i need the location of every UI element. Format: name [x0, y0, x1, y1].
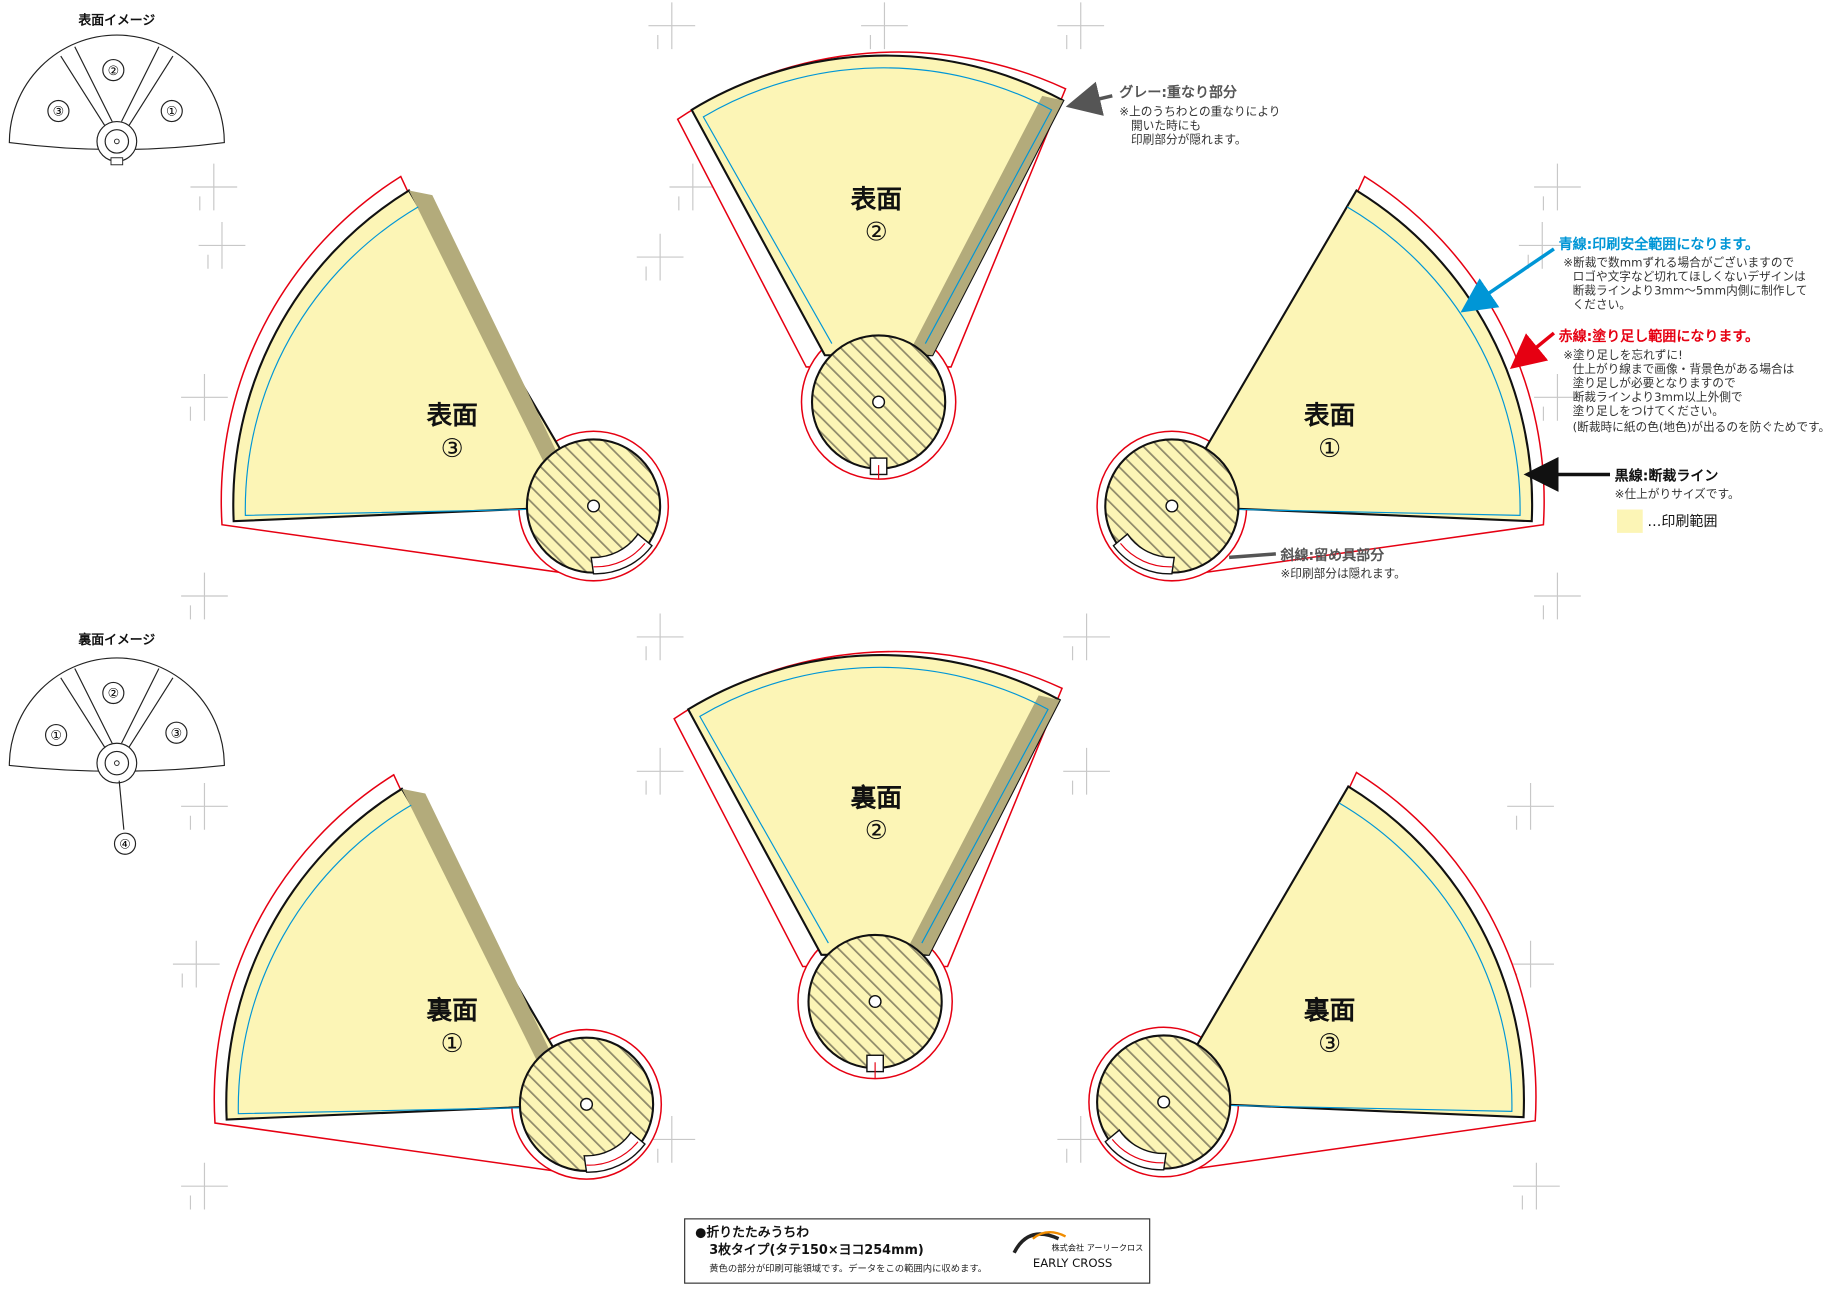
- legend-red-bleed: 赤線:塗り足し範囲になります。 ※塗り足しを忘れずに! 仕上がり線まで画像・背景…: [1509, 328, 1831, 434]
- front-thumb-label: ①: [166, 105, 178, 120]
- panel-face-label: 裏面: [1304, 995, 1355, 1026]
- fan-panel-back-1: [213, 773, 663, 1180]
- panel-face-label: 表面: [426, 401, 477, 431]
- front-image-title: 表面イメージ: [78, 13, 155, 29]
- legend-hatch-title: 斜線:留め具部分: [1280, 547, 1385, 564]
- legend-hatch-note: ※印刷部分は隠れます。: [1281, 566, 1406, 580]
- legend-red-line: 塗り足しが必要となりますので: [1573, 376, 1736, 390]
- panel-number-label: ①: [441, 1029, 464, 1059]
- panel-number-label: ②: [865, 218, 888, 248]
- legend-red-title: 赤線:塗り足し範囲になります。: [1559, 328, 1759, 345]
- back-thumb-label: ①: [50, 729, 62, 744]
- legend-red-line: 塗り足しをつけてください。: [1573, 404, 1724, 418]
- crop-marks: [172, 2, 1581, 1210]
- legend-blue-line: ください。: [1573, 298, 1631, 312]
- back-thumb-label: ②: [108, 687, 120, 702]
- front-thumb-label: ③: [53, 105, 65, 120]
- legend-gray-overlap: グレー:重なり部分 ※上のうちわとの重なりにより 開いた時にも 印刷部分が隠れま…: [1065, 81, 1280, 147]
- legend-black-cut-line: 黒線:断裁ライン ※仕上がりサイズです。 …印刷範囲: [1523, 456, 1740, 533]
- company-small: 株式会社 アーリークロス: [1052, 1242, 1144, 1252]
- panel-face-label: 表面: [851, 185, 902, 215]
- back-image-thumbnail: 裏面イメージ ① ② ③ ④: [8, 632, 225, 855]
- footer-line2: 3枚タイプ(タテ150×ヨコ254mm): [709, 1242, 924, 1258]
- fan-panel-front-1: [1096, 175, 1545, 582]
- legend-hatch-clasp: 斜線:留め具部分 ※印刷部分は隠れます。: [1228, 547, 1406, 580]
- legend-blue-line: ※断裁で数mmずれる場合がございますので: [1563, 255, 1794, 269]
- footer-line1: ●折りたたみうちわ: [695, 1224, 809, 1240]
- panel-number-label: ②: [865, 816, 888, 846]
- company-name: EARLY CROSS: [1033, 1256, 1113, 1270]
- legend-red-line: ※塗り足しを忘れずに!: [1563, 348, 1683, 362]
- legend-blue-safe-area: 青線:印刷安全範囲になります。 ※断裁で数mmずれる場合がございますので ロゴや…: [1460, 236, 1808, 313]
- back-thumb-label: ③: [171, 726, 183, 741]
- panel-face-label: 裏面: [851, 782, 902, 813]
- legend-print-area: …印刷範囲: [1647, 513, 1717, 530]
- footer-info-box: ●折りたたみうちわ 3枚タイプ(タテ150×ヨコ254mm) 黄色の部分が印刷可…: [684, 1218, 1151, 1284]
- back-thumb-callout: ④: [119, 837, 131, 852]
- front-image-thumbnail: 表面イメージ ③ ② ①: [8, 13, 225, 166]
- legend-blue-line: 断裁ラインより3mm～5mm内側に制作して: [1573, 283, 1808, 297]
- panel-face-label: 裏面: [426, 995, 477, 1026]
- panel-number-label: ①: [1318, 434, 1341, 464]
- back-image-title: 裏面イメージ: [77, 632, 155, 648]
- legend-red-line: 断裁ラインより3mm以上外側で: [1573, 390, 1743, 404]
- footer-line3: 黄色の部分が印刷可能領域です。データをこの範囲内に収めます。: [709, 1262, 987, 1274]
- legend-blue-title: 青線:印刷安全範囲になります。: [1559, 236, 1759, 253]
- legend-red-line: (断裁時に紙の色(地色)が出るのを防ぐためです。: [1573, 420, 1831, 434]
- panel-number-label: ③: [1318, 1029, 1341, 1059]
- legend-blue-line: ロゴや文字など切れてほしくないデザインは: [1573, 269, 1806, 283]
- legend-gray-line: 開いた時にも: [1131, 119, 1201, 133]
- fan-panel-front-2: [676, 51, 1067, 480]
- legend-gray-line: ※上のうちわとの重なりにより: [1119, 105, 1280, 119]
- fan-panel-back-3: [1088, 771, 1537, 1178]
- legend-black-note: ※仕上がりサイズです。: [1615, 487, 1740, 501]
- fan-panel-back-2: [673, 650, 1064, 1080]
- legend-gray-line: 印刷部分が隠れます。: [1131, 133, 1247, 147]
- legend-black-title: 黒線:断裁ライン: [1615, 467, 1719, 484]
- panel-number-label: ③: [441, 434, 464, 464]
- legend-red-line: 仕上がり線まで画像・背景色がある場合は: [1573, 362, 1795, 376]
- fan-panel-front-3: [220, 175, 670, 582]
- front-thumb-label: ②: [108, 64, 120, 79]
- panel-face-label: 表面: [1304, 401, 1355, 431]
- legend-gray-title: グレー:重なり部分: [1119, 84, 1237, 101]
